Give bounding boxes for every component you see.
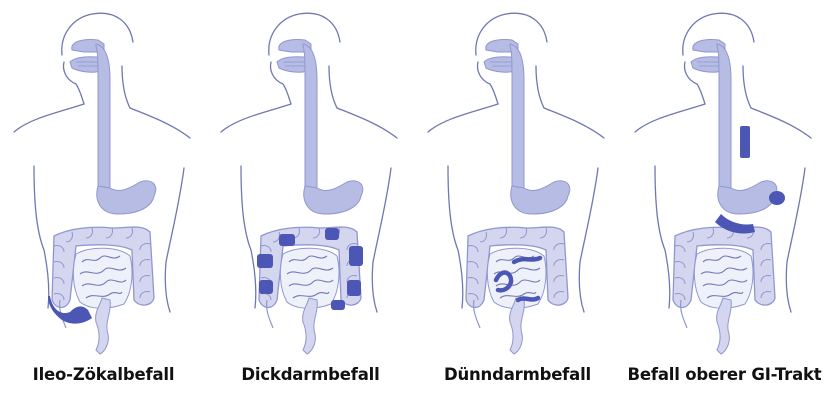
panel-upper-gi: Befall oberer GI-Trakt	[621, 0, 828, 402]
caption-small-intestine: Dünndarmbefall	[414, 365, 621, 384]
digestive-diagram-upper-gi	[621, 0, 828, 360]
panel-colon: Dickdarmbefall	[207, 0, 414, 402]
digestive-diagram-small-intestine	[414, 0, 621, 360]
caption-colon: Dickdarmbefall	[207, 365, 414, 384]
digestive-diagram-ileocecal	[0, 0, 207, 360]
digestive-diagram-colon	[207, 0, 414, 360]
caption-ileocecal: Ileo-Zökalbefall	[0, 365, 207, 384]
panel-ileocecal: Ileo-Zökalbefall	[0, 0, 207, 402]
caption-upper-gi: Befall oberer GI-Trakt	[621, 365, 828, 384]
panel-small-intestine: Dünndarmbefall	[414, 0, 621, 402]
